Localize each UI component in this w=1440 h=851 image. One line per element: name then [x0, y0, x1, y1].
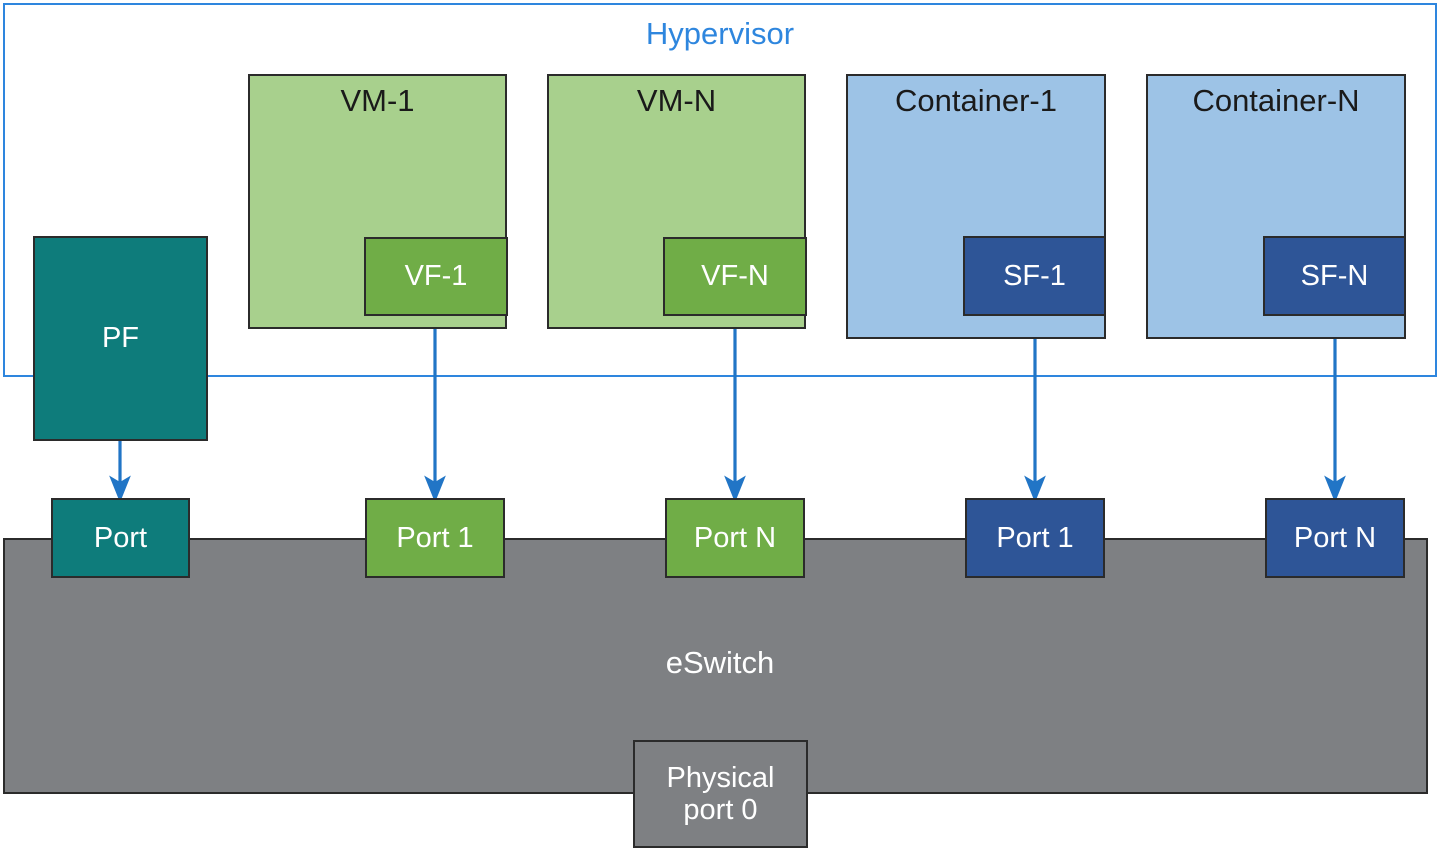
- pf-label: PF: [101, 322, 140, 355]
- eswitch-label: eSwitch: [665, 645, 775, 680]
- hypervisor-frame: [3, 3, 1437, 377]
- sf-port-n-block: Port N: [1265, 498, 1405, 578]
- vf-port-1-block: Port 1: [365, 498, 505, 578]
- vf-1-label: VF-1: [404, 260, 468, 293]
- vf-port-n-label: Port N: [693, 521, 777, 554]
- container-1-label: Container-1: [895, 83, 1057, 118]
- sf-port-1-label: Port 1: [996, 521, 1074, 554]
- pf-port-block: Port: [51, 498, 190, 578]
- vf-port-n-block: Port N: [665, 498, 805, 578]
- vf-1-block: VF-1: [364, 237, 508, 316]
- sf-n-block: SF-N: [1263, 236, 1406, 316]
- vf-port-1-label: Port 1: [396, 521, 474, 554]
- physical-port-0-label: Physical port 0: [666, 761, 775, 826]
- vm-n-label: VM-N: [636, 83, 717, 118]
- vf-n-block: VF-N: [663, 237, 807, 316]
- sf-1-block: SF-1: [963, 236, 1106, 316]
- hypervisor-title: Hypervisor: [645, 16, 795, 51]
- sf-1-label: SF-1: [1003, 259, 1066, 292]
- physical-port-0-block: Physical port 0: [633, 740, 808, 848]
- container-n-label: Container-N: [1192, 83, 1360, 118]
- vm-1-label: VM-1: [340, 83, 415, 118]
- sf-port-1-block: Port 1: [965, 498, 1105, 578]
- pf-port-label: Port: [93, 521, 148, 554]
- sf-n-label: SF-N: [1300, 259, 1369, 292]
- pf-block: PF: [33, 236, 208, 441]
- vf-n-label: VF-N: [701, 260, 769, 293]
- sf-port-n-label: Port N: [1293, 521, 1377, 554]
